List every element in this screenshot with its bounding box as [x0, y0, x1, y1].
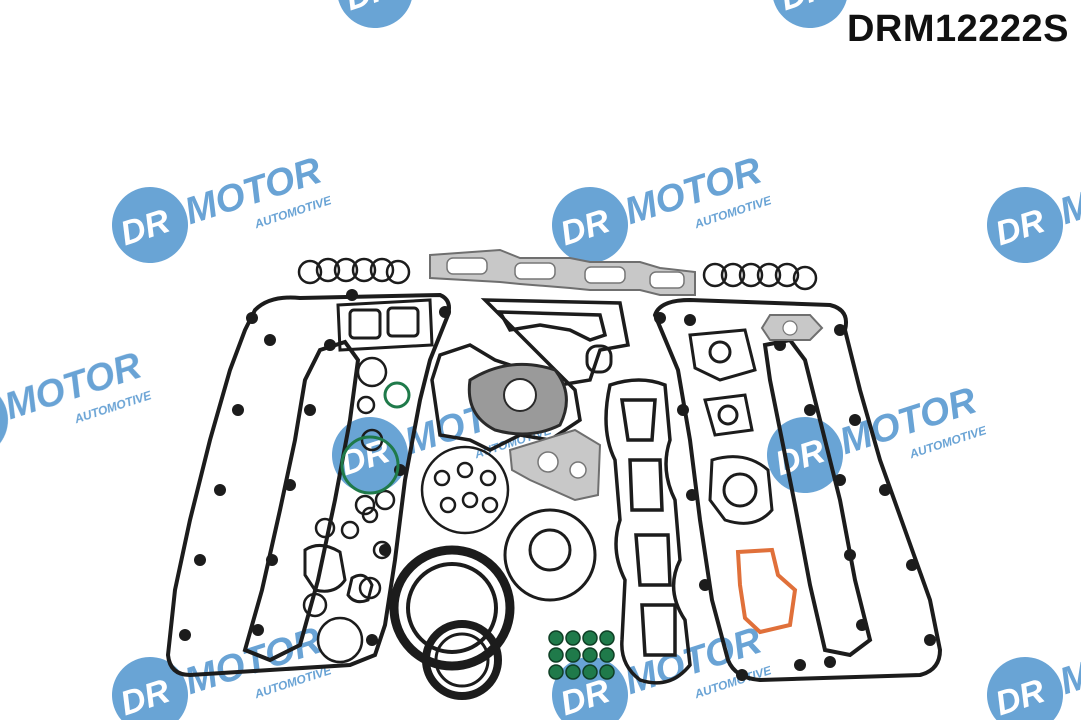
o-rings-top-left: [297, 257, 411, 285]
egr-metal-gasket: [508, 428, 602, 502]
exhaust-manifold-gasket: [429, 248, 696, 296]
intake-plenum-gasket: [336, 298, 434, 352]
intake-manifold-gasket: [604, 378, 692, 685]
valve-cover-gasket-right: [652, 297, 943, 683]
orange-oil-cooler-gasket: [735, 547, 798, 635]
small-seals-left: [302, 356, 396, 664]
o-rings-top-right: [702, 262, 818, 291]
valve-cover-bolt-grommets-right: [654, 312, 936, 681]
crankshaft-oil-seals: [389, 545, 515, 700]
small-irregular-gasket: [303, 544, 374, 604]
turbo-gaskets-right: [688, 328, 774, 525]
injector-seal-plate: [420, 445, 510, 535]
metal-flange-gasket: [760, 314, 824, 341]
front-cover-seal-ring: [503, 508, 597, 602]
green-seals: [340, 381, 411, 495]
valve-stem-seals: [548, 630, 615, 680]
valve-cover-gasket-left: [165, 292, 451, 678]
part-code-label: DRM12222S: [846, 8, 1069, 50]
valve-cover-bolt-grommets-left: [179, 289, 451, 646]
water-pump-gasket: [467, 362, 568, 436]
small-oval-seal: [585, 344, 613, 374]
